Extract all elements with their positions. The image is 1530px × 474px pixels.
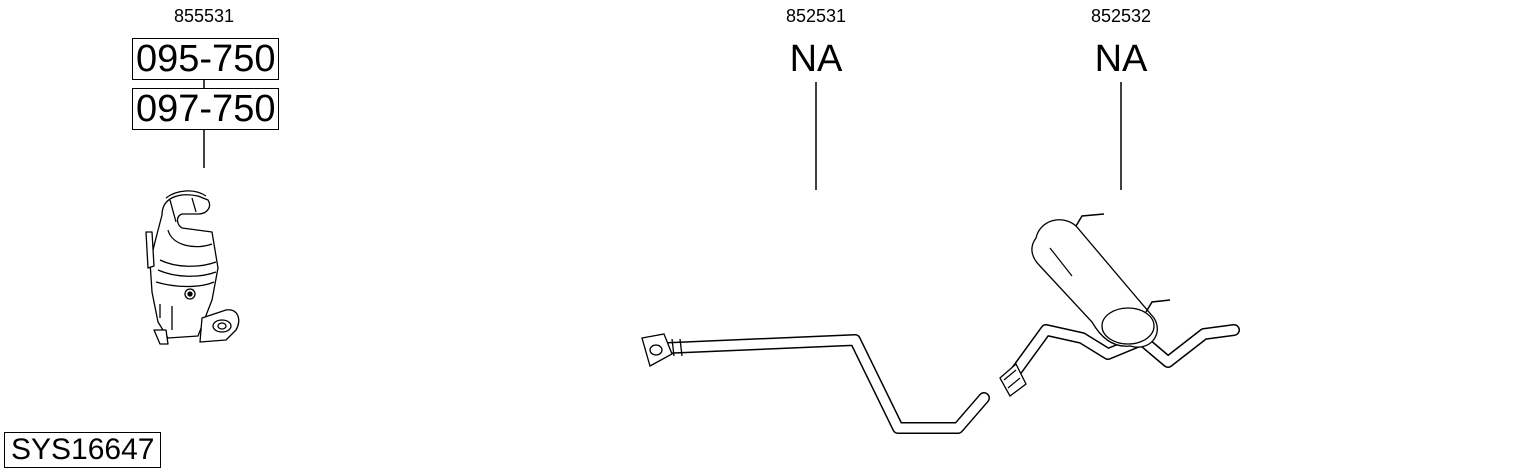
rear-silencer-drawing (999, 213, 1240, 397)
system-code-label: SYS16647 (4, 432, 162, 468)
part-label-na-852531: NA (789, 38, 843, 80)
part-number-852531: 852531 (785, 6, 847, 26)
catalytic-converter-drawing (145, 190, 240, 345)
part-code-097-750: 097-750 (132, 88, 280, 130)
part-label-na-852532: NA (1094, 38, 1148, 80)
part-number-852532: 852532 (1090, 6, 1152, 26)
middle-pipe-drawing (641, 333, 990, 434)
part-code-095-750: 095-750 (132, 38, 280, 80)
part-number-855531: 855531 (173, 6, 235, 26)
